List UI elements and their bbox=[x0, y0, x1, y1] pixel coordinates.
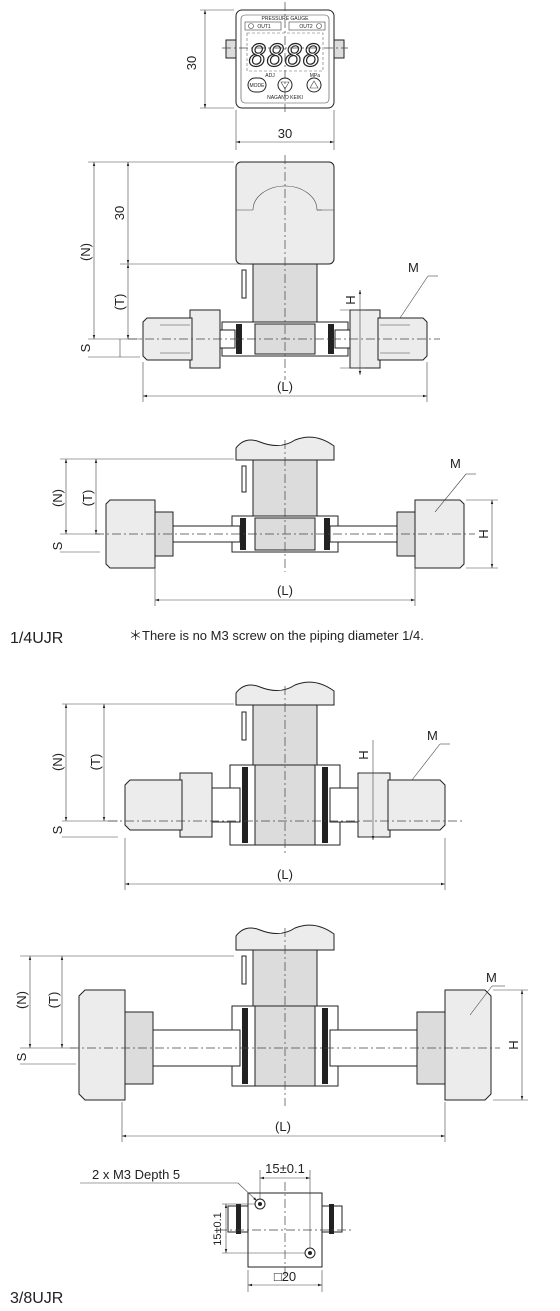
dim-width-15: 15±0.1 bbox=[265, 1161, 305, 1176]
dim-t: (T) bbox=[80, 490, 95, 507]
right-female-nut bbox=[444, 989, 492, 1101]
side-view-3-8-female-fittings: (N) (T) S H M (L) bbox=[14, 924, 528, 1142]
dim-l: (L) bbox=[277, 379, 293, 394]
mode-button[interactable] bbox=[247, 77, 267, 93]
dim-s: S bbox=[50, 541, 65, 550]
dim-square-20: □20 bbox=[274, 1269, 296, 1284]
dim-n: (N) bbox=[50, 489, 65, 507]
left-female-nut bbox=[78, 989, 126, 1101]
dim-width: 30 bbox=[278, 126, 292, 141]
out1-label: OUT1 bbox=[257, 24, 271, 30]
dim-h: H bbox=[506, 1040, 521, 1049]
dim-t: (T) bbox=[112, 294, 127, 311]
left-fitting bbox=[124, 779, 183, 831]
dim-h: H bbox=[476, 529, 491, 538]
dim-n: (N) bbox=[78, 243, 93, 261]
dim-s: S bbox=[50, 825, 65, 834]
right-fitting bbox=[387, 779, 446, 831]
out2-label: OUT2 bbox=[299, 24, 313, 30]
side-view-male-fittings: 30 (N) (T) S H M (L) bbox=[78, 155, 440, 402]
dim-head: 30 bbox=[112, 206, 127, 220]
side-view-3-8-male-fittings: (N) (T) S H M (L) bbox=[50, 681, 462, 890]
dim-s: S bbox=[78, 343, 93, 352]
unit-label: MPa bbox=[310, 73, 321, 79]
up-triangle-icon bbox=[309, 80, 319, 89]
label-m: M bbox=[450, 456, 461, 471]
adj-label: ADJ bbox=[265, 73, 275, 79]
dim-n: (N) bbox=[14, 991, 29, 1009]
up-button[interactable] bbox=[306, 77, 322, 93]
dim-l: (L) bbox=[275, 1119, 291, 1134]
out1-led-icon bbox=[248, 23, 254, 29]
dim-n: (N) bbox=[50, 753, 65, 771]
model-label-1-4: 1/4UJR bbox=[10, 630, 63, 647]
side-view-female-fittings: (N) (T) S H M (L) bbox=[50, 436, 498, 606]
dim-l: (L) bbox=[277, 583, 293, 598]
label-m: M bbox=[408, 260, 419, 275]
label-m: M bbox=[427, 728, 438, 743]
dim-l: (L) bbox=[277, 867, 293, 882]
dim-t: (T) bbox=[46, 992, 61, 1009]
label-m: M bbox=[486, 970, 497, 985]
out2-led-icon bbox=[316, 23, 322, 29]
note-text: ＊There is no M3 screw on the piping diam… bbox=[129, 628, 424, 643]
mode-label: MODE bbox=[250, 83, 266, 89]
dim-h: H bbox=[356, 750, 371, 759]
dim-height-15: 15±0.1 bbox=[212, 1212, 224, 1246]
screw-callout: 2 x M3 Depth 5 bbox=[92, 1167, 180, 1182]
brand-label: NAGANO KEIKI bbox=[267, 95, 303, 101]
model-label-3-8: 3/8UJR bbox=[10, 1290, 63, 1307]
dim-h: H bbox=[343, 295, 358, 304]
block-detail-view: 2 x M3 Depth 5 15±0.1 15±0.1 □20 bbox=[80, 1161, 352, 1292]
dim-height: 30 bbox=[184, 56, 199, 70]
gauge-top-view: PRESSURE GAUGE OUT1 OUT2 8888 MPa ADJ MO… bbox=[184, 2, 348, 150]
dim-s: S bbox=[14, 1052, 29, 1061]
dim-t: (T) bbox=[88, 754, 103, 771]
